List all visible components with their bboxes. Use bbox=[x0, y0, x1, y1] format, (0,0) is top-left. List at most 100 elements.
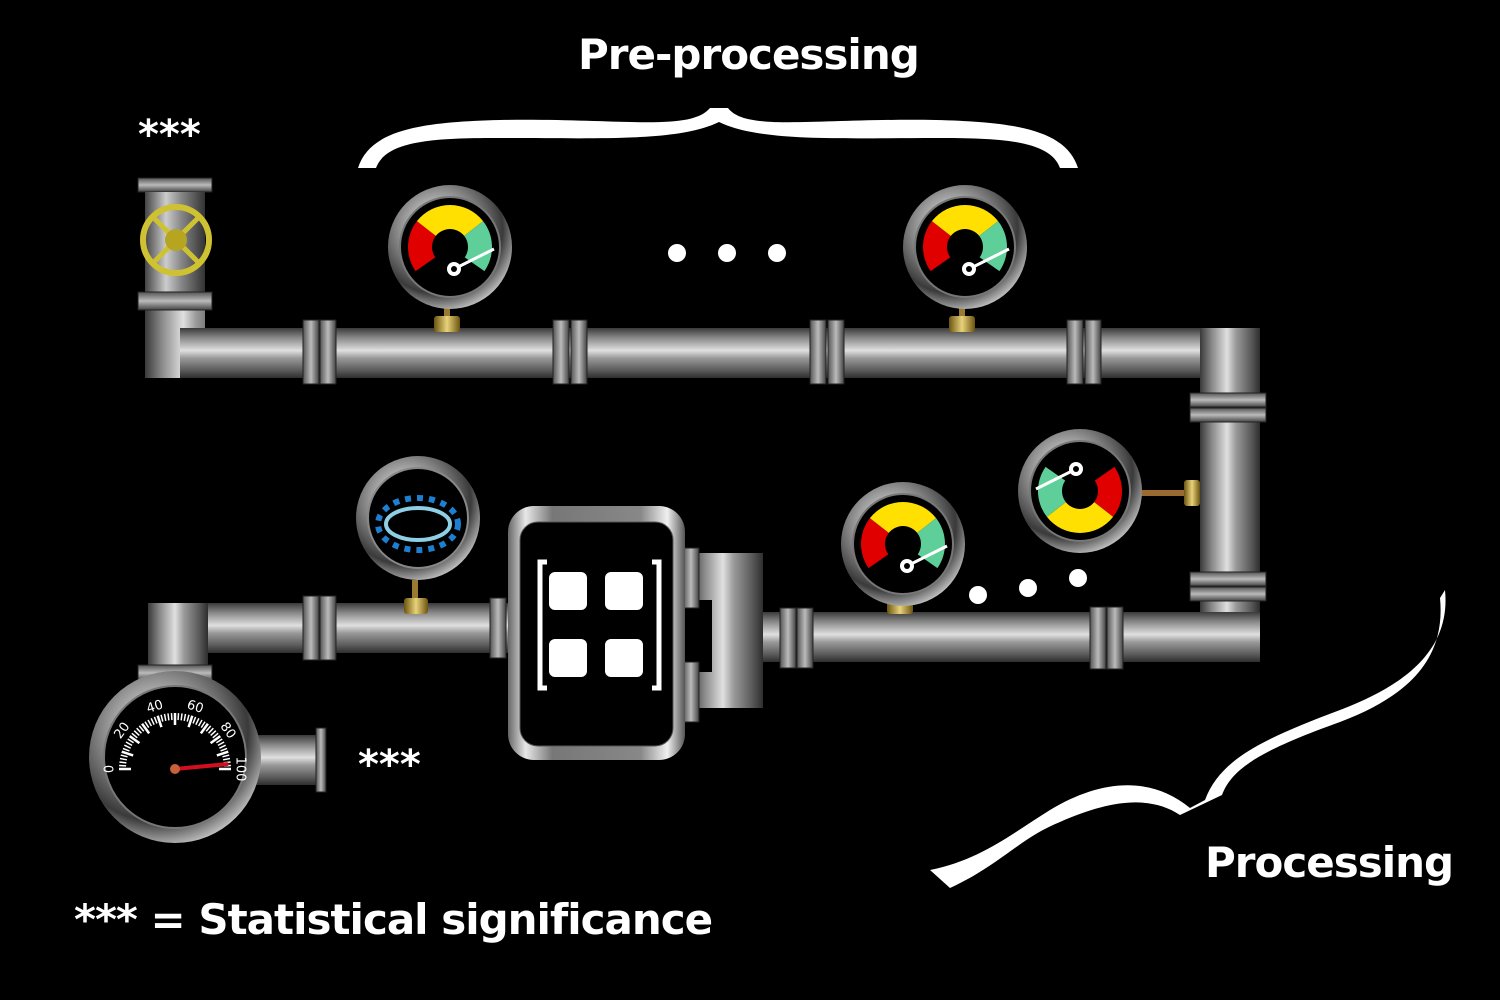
zone-gauge-icon bbox=[1035, 462, 1122, 533]
zone-red bbox=[1094, 466, 1122, 517]
speedo-tick bbox=[222, 757, 231, 761]
speedo-tick bbox=[153, 716, 158, 724]
speedo-tick bbox=[156, 715, 163, 728]
speedo-tick bbox=[199, 722, 209, 735]
speedo-tick bbox=[192, 716, 197, 724]
speedo-tick bbox=[141, 722, 151, 735]
speedo-tick bbox=[187, 715, 194, 728]
gauge-fitting bbox=[434, 316, 460, 332]
zone-gauge-icon bbox=[407, 204, 495, 276]
speedo-tick bbox=[220, 747, 228, 752]
speedo-tick-label: 60 bbox=[185, 697, 205, 716]
processing-brace bbox=[930, 590, 1446, 888]
preprocessing-ellipsis bbox=[668, 244, 786, 262]
speedo-tick bbox=[219, 744, 226, 749]
input-valve[interactable] bbox=[137, 177, 213, 311]
speedo-tick bbox=[197, 719, 203, 727]
processing-gauge-1[interactable] bbox=[841, 482, 965, 614]
top-pipe bbox=[145, 190, 1260, 658]
gauge-needle-hub-center bbox=[1073, 466, 1079, 472]
speedo-tick bbox=[183, 713, 187, 722]
processing-label: Processing bbox=[1205, 838, 1454, 887]
speedo-tick bbox=[205, 725, 212, 732]
speedo-tick bbox=[200, 721, 206, 729]
gauge-needle-hub-center bbox=[451, 266, 457, 272]
zone-yellow bbox=[416, 204, 484, 236]
speedo-tick bbox=[207, 727, 214, 734]
speedo-tick bbox=[222, 754, 230, 758]
lower-right-pipe bbox=[760, 606, 1260, 670]
zone-red bbox=[861, 518, 889, 569]
gauge-needle-hub-center bbox=[966, 266, 972, 272]
gauge-needle bbox=[1035, 467, 1077, 491]
zone-gauge-icon bbox=[861, 502, 948, 573]
zone-green bbox=[979, 221, 1007, 272]
significance-legend: *** = Statistical significance bbox=[74, 895, 713, 944]
ring-sensor[interactable] bbox=[356, 456, 480, 614]
preprocessing-gauge-1[interactable] bbox=[388, 185, 512, 332]
processing-gauge-side[interactable] bbox=[1018, 429, 1200, 553]
gauge-stem bbox=[1120, 490, 1190, 496]
top-pipe-flanges bbox=[302, 319, 1267, 602]
speedo-tick bbox=[119, 761, 127, 764]
speedo-needle-hub bbox=[170, 764, 180, 774]
zone-red bbox=[407, 221, 436, 272]
ring-sensor-icon bbox=[375, 495, 461, 553]
gauge-needle bbox=[453, 247, 495, 271]
speedo-tick bbox=[131, 732, 138, 739]
gauge-needle-hub-center bbox=[904, 563, 910, 569]
speedo-needle bbox=[173, 762, 229, 771]
speedo-tick bbox=[212, 732, 219, 739]
speedo-tick bbox=[163, 713, 167, 722]
processing-ellipsis bbox=[969, 569, 1087, 604]
speedo-tick bbox=[160, 714, 164, 722]
gauge-needle bbox=[968, 247, 1010, 271]
speedo-tick-label: 100 bbox=[233, 757, 248, 782]
zone-green bbox=[464, 221, 493, 272]
processor-box[interactable] bbox=[508, 506, 685, 760]
gauge-fitting bbox=[949, 316, 975, 332]
speedo-tick bbox=[147, 719, 153, 727]
speedo-tick bbox=[124, 744, 131, 749]
speedo-tick bbox=[216, 750, 229, 757]
speedo-tick bbox=[136, 727, 143, 734]
preprocessing-label: Pre-processing bbox=[578, 30, 920, 79]
speedo-tick bbox=[210, 730, 217, 737]
zone-yellow bbox=[931, 205, 999, 236]
speedo-tick bbox=[119, 757, 128, 761]
speedo-tick bbox=[217, 741, 225, 747]
speedo-tick bbox=[125, 741, 133, 747]
significance-marker-output: *** bbox=[358, 742, 421, 788]
speedo-tick bbox=[127, 738, 135, 744]
valve-wheel-icon[interactable] bbox=[140, 204, 212, 276]
gauge-needle bbox=[906, 544, 948, 568]
speedo-tick bbox=[186, 714, 190, 722]
gauge-fitting bbox=[1184, 480, 1200, 506]
speedo-tick bbox=[150, 718, 155, 725]
zone-green bbox=[1038, 466, 1066, 517]
zone-yellow bbox=[1046, 502, 1114, 533]
significance-marker-valve: *** bbox=[138, 112, 201, 158]
preprocessing-gauge-n[interactable] bbox=[903, 185, 1027, 332]
zone-gauge-icon bbox=[923, 205, 1010, 276]
speedo-tick bbox=[180, 713, 183, 721]
speedo-tick bbox=[144, 721, 150, 729]
zone-green bbox=[917, 518, 945, 569]
zone-yellow bbox=[869, 502, 937, 533]
speedo-tick bbox=[133, 730, 140, 737]
bypass-loop bbox=[682, 547, 763, 723]
speedo-tick bbox=[138, 725, 145, 732]
zone-red bbox=[923, 221, 951, 272]
speedo-tick-label: 0 bbox=[103, 765, 118, 773]
speedo-tick bbox=[195, 718, 200, 725]
speedo-tick bbox=[121, 750, 134, 757]
speedo-tick bbox=[167, 713, 170, 721]
speedo-tick bbox=[120, 754, 128, 758]
preprocessing-brace bbox=[358, 108, 1078, 168]
grid-matrix-icon bbox=[537, 559, 662, 691]
speedo-tick-label: 40 bbox=[145, 697, 165, 716]
speedo-tick bbox=[128, 735, 141, 745]
